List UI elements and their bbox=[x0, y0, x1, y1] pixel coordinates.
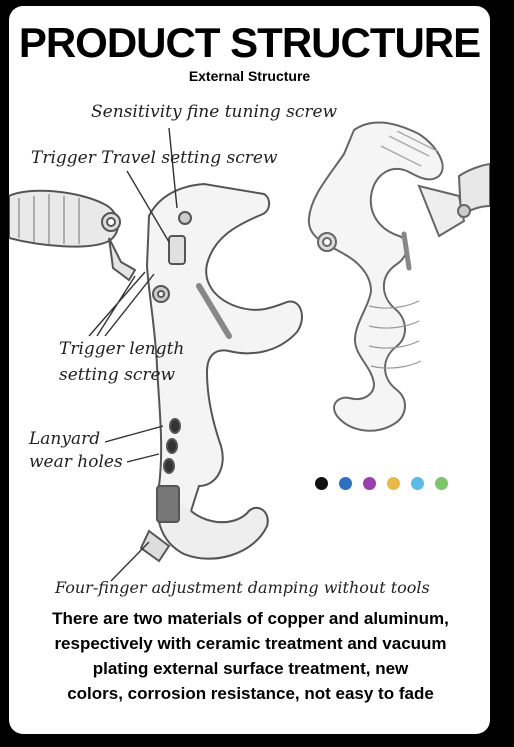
color-swatch-green bbox=[435, 477, 448, 490]
color-swatch-sky bbox=[411, 477, 424, 490]
color-swatch-blue bbox=[339, 477, 352, 490]
color-swatch-purple bbox=[363, 477, 376, 490]
product-description: There are two materials of copper and al… bbox=[23, 606, 478, 706]
product-card: PRODUCT STRUCTURE External Structure bbox=[9, 6, 490, 734]
page-subtitle: External Structure bbox=[188, 68, 311, 84]
right-release-drawing bbox=[307, 121, 490, 432]
left-release-drawing bbox=[9, 182, 303, 563]
label-lanyard-line1: Lanyard bbox=[29, 429, 101, 449]
label-four-finger-adjustment: Four-finger adjustment damping without t… bbox=[55, 578, 430, 597]
description-line-1: There are two materials of copper and al… bbox=[52, 609, 449, 628]
description-line-2: respectively with ceramic treatment and … bbox=[54, 634, 447, 653]
label-lanyard-line2: wear holes bbox=[29, 452, 123, 472]
label-trigger-length-line2: setting screw bbox=[59, 365, 176, 385]
label-trigger-travel-screw: Trigger Travel setting screw bbox=[31, 148, 278, 168]
label-sensitivity-screw: Sensitivity fine tuning screw bbox=[91, 102, 338, 122]
description-line-3: plating external surface treatment, new bbox=[92, 659, 409, 678]
page-title: PRODUCT STRUCTURE bbox=[18, 19, 481, 66]
color-swatch-gold bbox=[387, 477, 400, 490]
color-options bbox=[315, 477, 455, 491]
description-line-4: colors, corrosion resistance, not easy t… bbox=[67, 684, 434, 703]
callout-lines bbox=[88, 127, 178, 582]
product-illustration bbox=[9, 121, 490, 582]
label-trigger-length-line1: Trigger length bbox=[59, 339, 185, 359]
color-swatch-black bbox=[315, 477, 328, 490]
